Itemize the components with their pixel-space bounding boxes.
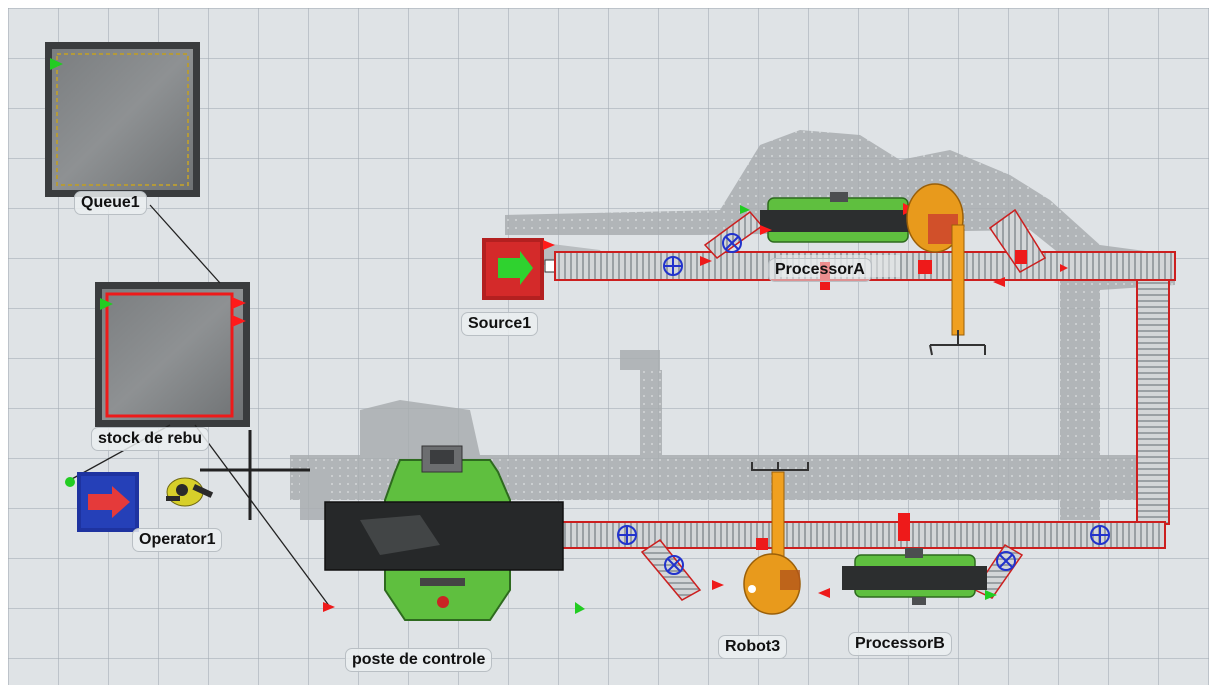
conveyor-right[interactable] [1136,279,1170,525]
red-arrow-icon [88,486,130,518]
dispatcher[interactable] [77,472,139,532]
conveyor-diagonal-c[interactable] [640,538,702,601]
queue1-label[interactable]: Queue1 [74,191,147,215]
stock-de-rebu[interactable] [95,282,250,427]
stock-label[interactable]: stock de rebu [91,427,210,451]
robot3[interactable] [743,462,809,615]
processorB-label[interactable]: ProcessorB [848,632,952,656]
operator1[interactable] [166,477,214,507]
conveyor-bottom[interactable] [554,521,1166,549]
processorA-label[interactable]: ProcessorA [768,258,872,282]
queue1[interactable] [45,42,200,197]
robotA[interactable] [906,183,986,356]
conveyor-diagonal-b[interactable] [988,208,1047,273]
poste-label[interactable]: poste de controle [345,648,493,672]
poste-de-controle[interactable] [324,445,564,621]
source1[interactable] [482,238,556,300]
robot3-label[interactable]: Robot3 [718,635,788,659]
blue-crosshair-icon [617,233,1110,575]
source1-label[interactable]: Source1 [461,312,539,336]
processorA[interactable] [760,192,915,243]
green-markers [65,205,997,614]
queue1-input-port [50,58,63,70]
green-arrow-icon [498,251,533,285]
processorB[interactable] [842,548,987,605]
operator1-label[interactable]: Operator1 [132,528,223,552]
grid-floor [8,8,1209,685]
